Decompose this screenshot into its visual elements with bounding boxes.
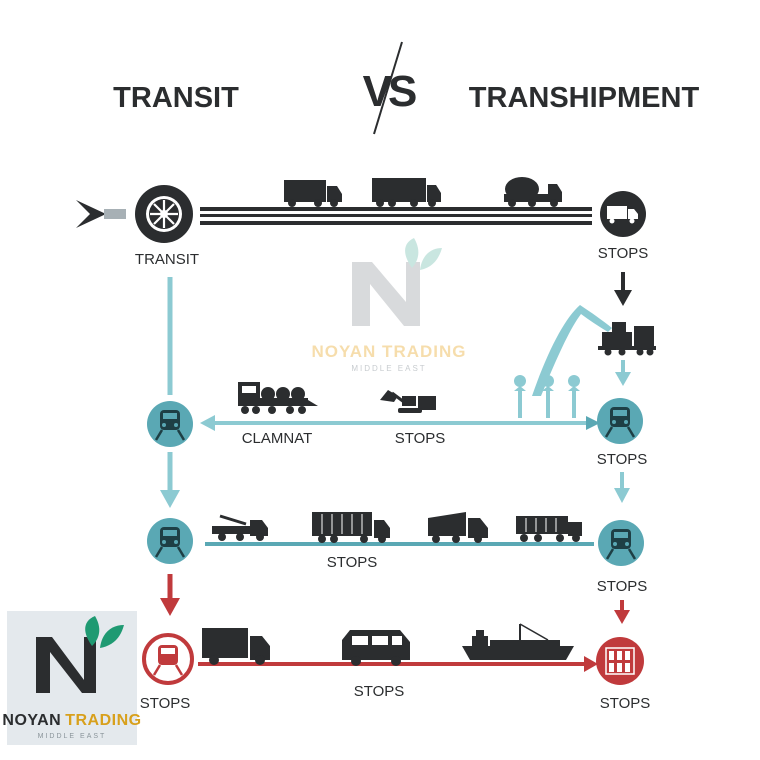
row2-label-left: CLAMNAT — [242, 430, 313, 447]
watermark-leaf-icon — [405, 238, 419, 268]
header-vs: VS — [363, 67, 416, 116]
row4-right-node-label: STOPS — [600, 695, 651, 712]
truck-icon — [372, 178, 441, 207]
train-stop-icon — [142, 633, 194, 685]
row2-line — [200, 415, 600, 431]
row4-label: STOPS — [354, 683, 405, 700]
logo-sub: MIDDLE EAST — [38, 733, 107, 740]
arrow-down-head — [614, 290, 632, 306]
row3-label: STOPS — [327, 554, 378, 571]
row3-right-node-label: STOPS — [597, 578, 648, 595]
flatbed-truck-icon — [516, 516, 582, 542]
wheel-icon — [135, 185, 193, 243]
logo-leaf-icon — [85, 616, 100, 646]
box-truck-icon — [312, 512, 390, 543]
logo-brand-a: NOYAN — [2, 712, 61, 729]
watermark-leaf-icon — [420, 248, 442, 270]
train-icon — [598, 520, 644, 566]
locomotive-icon — [598, 322, 656, 356]
train-icon — [597, 398, 643, 444]
row1-track — [200, 207, 592, 225]
freight-train-icon — [238, 382, 318, 414]
row2-right-node-label: STOPS — [597, 451, 648, 468]
start-node-label: TRANSIT — [135, 251, 199, 268]
logo-n-mark — [36, 637, 96, 693]
logo-brand-b: TRADING — [65, 712, 141, 729]
logo-leaf-icon — [100, 625, 124, 648]
truck-icon — [284, 180, 342, 207]
watermark-sub: MIDDLE EAST — [351, 364, 426, 373]
train-icon — [147, 401, 193, 447]
warehouse-stop-icon — [596, 637, 644, 685]
vs-slash — [373, 41, 403, 135]
start-chevron-icon — [76, 200, 106, 228]
top-right-node-label: STOPS — [598, 245, 649, 262]
row2-label-mid: STOPS — [395, 430, 446, 447]
arrow-down-head — [614, 610, 630, 624]
watermark: NOYAN TRADING MIDDLE EAST — [312, 238, 467, 373]
arrow-down-head — [614, 488, 630, 503]
watermark-n-mark — [352, 262, 420, 326]
cement-mixer-truck-icon — [504, 177, 562, 207]
tow-truck-icon — [212, 514, 268, 541]
container-lift-arrows — [514, 375, 580, 418]
stop-truck-icon — [600, 191, 646, 237]
header-left-title: TRANSIT — [113, 82, 239, 114]
watermark-brand: NOYAN TRADING — [312, 342, 467, 361]
arrow-down-head — [615, 372, 631, 386]
header-right-title: TRANSHIPMENT — [469, 82, 700, 114]
delivery-truck-icon — [202, 628, 270, 665]
cargo-ship-icon — [462, 623, 574, 660]
train-icon — [147, 518, 193, 564]
dump-truck-icon — [428, 512, 488, 543]
excavator-icon — [380, 390, 436, 413]
start-connector — [104, 209, 126, 219]
row4-left-node-label: STOPS — [140, 695, 191, 712]
bus-icon — [342, 630, 410, 666]
crane-boom — [532, 305, 612, 396]
arrow-down-head — [160, 490, 180, 508]
arrow-down-head — [160, 598, 180, 616]
